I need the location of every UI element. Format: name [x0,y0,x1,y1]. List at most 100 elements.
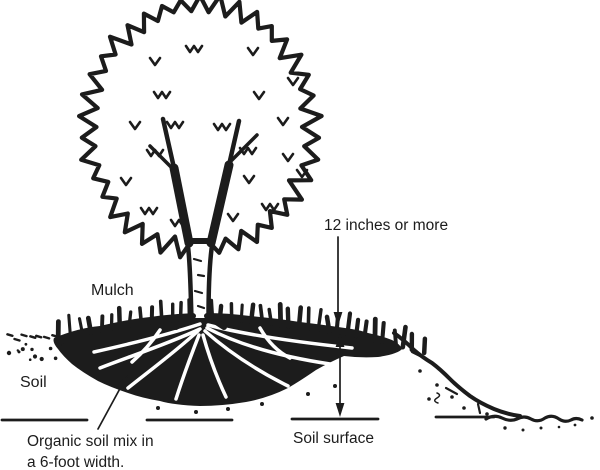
mulch-hatch-stroke [316,308,323,333]
mulch-hatch-stroke [285,306,291,329]
left-fork-branch [169,163,194,248]
soil-speck [16,349,19,352]
speck [462,406,466,410]
foliage-scribble-mark [242,174,256,185]
foliage-scribble-mark [238,146,258,156]
foliage-scribble-mark [281,152,295,163]
root [203,329,290,388]
speck [333,384,337,388]
mulch-hatch-stroke [67,313,72,338]
mulch-hatch-stroke [362,319,369,341]
soil-speck [48,346,53,351]
trunk-bark-dash [192,257,203,263]
mulch-hatch-stroke [400,324,408,350]
mulch-hatch-stroke [158,299,164,325]
root [130,328,162,364]
foliage-scribble-mark [276,116,290,127]
slope-mark [476,402,482,415]
tree-canopy [77,0,324,261]
speck [539,426,543,430]
soil-dash [13,337,21,342]
root [126,329,200,390]
trunk-bark-dash [196,304,206,310]
left-twig [148,144,178,174]
foliage-scribble-mark [128,120,142,131]
mulch-hatch-stroke [127,310,133,328]
soil-dash [20,333,28,338]
left-root-flare [173,313,196,330]
root [174,333,201,401]
soil-speck [32,354,38,359]
arrowhead-down-icon [335,403,345,417]
soil-speck [61,343,65,347]
right-grade-line [484,414,594,432]
mulch-hatch-stroke [296,305,304,331]
foliage-scribble-mark [184,44,204,54]
speck [306,392,310,396]
right-upper-branch [226,118,242,168]
foliage-scribble-mark [286,76,300,87]
speck [418,369,422,373]
soil-speck [30,347,34,352]
organic-mix-line2: a 6-foot width. [27,454,125,470]
soil-dash [6,333,14,337]
speck [573,423,577,427]
speck [435,383,439,387]
foliage-scribble-mark [119,176,133,187]
mulch-hatch-stroke [345,311,353,337]
foliage-scribble-mark [139,206,159,216]
foliage-scribble-mark [252,90,266,101]
right-root-flare [204,313,227,330]
soil-speck [39,356,44,362]
arrowhead-up-icon [335,333,345,347]
root [92,322,202,354]
soil-speck [6,350,12,356]
mulch-hatch-stroke [217,303,224,323]
slope-squiggle [434,392,441,404]
foliage-scribble-mark [226,212,240,223]
organic-mix-line1: Organic soil mix in [27,433,154,450]
speck [521,428,525,432]
mulch-hatch-stroke [248,302,256,325]
speck [450,395,454,399]
trunk-bark-dash [193,289,204,295]
mulch-hatch-stroke [116,305,123,331]
slope-mark [410,350,428,361]
arrowhead-down-icon [333,312,343,326]
trunk-left-edge [185,239,194,321]
soil-surface-label: Soil surface [293,430,374,447]
organic-mix-label: Organic soil mix in a 6-foot width. [27,431,154,470]
mulch-hatch-stroke [85,315,94,335]
mulch-hatch-stroke [77,317,85,336]
mulch-hatch-stroke [306,306,311,332]
soil-speck [24,342,28,346]
trunk-bark-dash [196,273,206,278]
arrowhead-up-right-icon [117,375,128,389]
soil-speck [20,347,25,352]
wavy-ground-line [484,414,584,423]
mound-soil-mass [53,313,402,406]
mulch-hatch-stroke [178,300,183,323]
mulch-hatch-stroke [239,303,244,323]
mulch-hatch-stroke [353,317,361,339]
soil-surface-lines [0,415,496,422]
root [98,327,202,370]
speck [485,412,489,416]
soil-dash [57,336,66,341]
mulch-hatch-stroke [99,314,105,333]
mulch-hatch-stroke [138,306,144,327]
root [205,326,332,366]
foliage-scribble-mark [165,120,185,130]
mulch-hatch-stroke [267,307,274,327]
root [201,333,228,399]
soil-dash [42,335,51,340]
left-soil-speckles [6,333,69,362]
mulch-hatch-stroke [258,303,265,326]
mulch-hatch-stroke [380,321,386,345]
slope-mark [444,386,459,396]
soil-dash [51,334,59,338]
soil-dash [29,335,37,339]
speck [156,406,160,410]
speck [503,426,507,430]
